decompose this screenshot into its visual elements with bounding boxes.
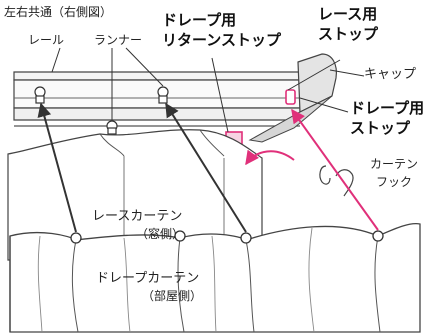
lace-stop-label-2: ストップ: [318, 25, 379, 43]
lace-stop-part: [285, 89, 296, 105]
drape-hooks: [70, 230, 384, 244]
runner-arrows: [37, 102, 247, 233]
cap-label: キャップ: [364, 67, 417, 82]
title-label: 左右共通（右側図）: [4, 5, 113, 19]
rail-label: レール: [28, 33, 65, 47]
runner-label: ランナー: [94, 33, 143, 47]
stop-arrows: [245, 108, 379, 231]
drape-return-stop-label-1: ドレープ用: [162, 11, 237, 29]
drape-stop-label-2: ストップ: [350, 119, 411, 137]
drape-curtain-label-2: （部屋側）: [142, 289, 203, 303]
leader-lines: [51, 47, 365, 133]
curtain-hook-label-1: カーテン: [370, 157, 419, 171]
rail-cap: [248, 53, 337, 143]
lace-stop-label-1: レース用: [318, 5, 378, 23]
drape-curtain: [9, 222, 421, 333]
rail-runners: [34, 86, 169, 135]
rail: [13, 58, 319, 127]
lace-curtain-label-1: レースカーテン: [92, 209, 183, 224]
lace-curtain-label-2: （窓側）: [136, 227, 185, 241]
drape-stop-label-1: ドレープ用: [350, 99, 425, 117]
drape-return-stop-label-2: リターンストップ: [162, 31, 281, 49]
drape-curtain-label-1: ドレープカーテン: [96, 271, 200, 286]
curtain-hook-label-2: フック: [376, 175, 413, 189]
